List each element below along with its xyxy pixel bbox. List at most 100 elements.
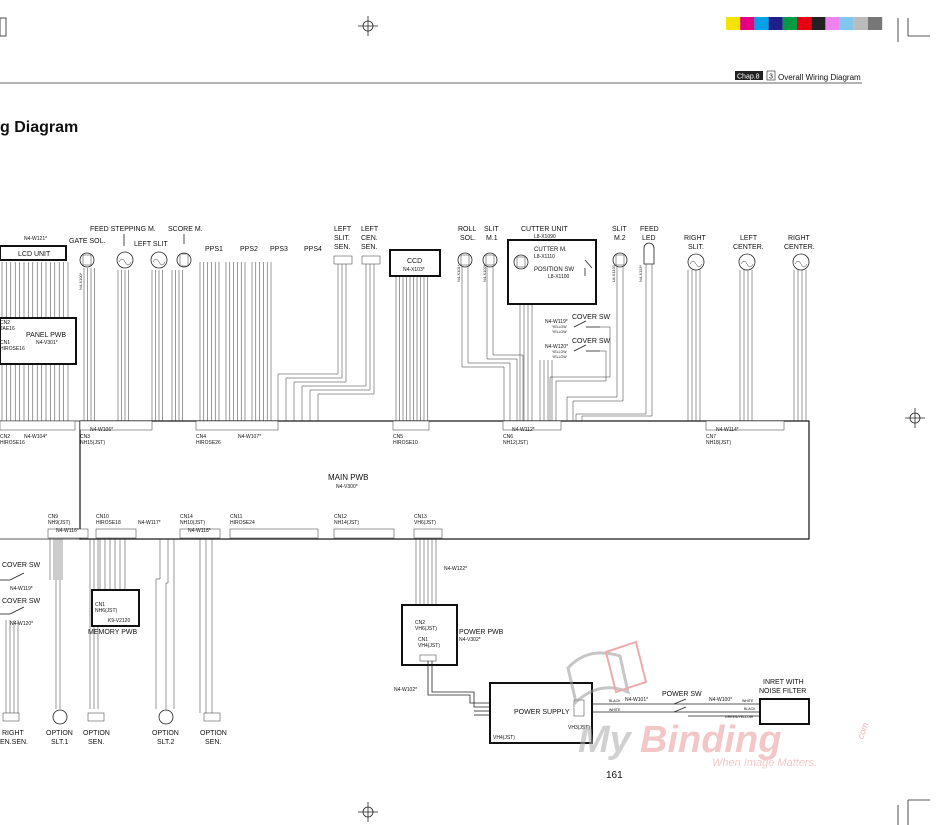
inlet-label-1: INRET WITH bbox=[763, 679, 804, 686]
svg-text:COVER SW: COVER SW bbox=[572, 314, 611, 321]
cutter-unit-label: CUTTER UNIT bbox=[521, 226, 568, 233]
cn14-label: CN14 NH10(JST) N4-W118* bbox=[180, 514, 211, 534]
wire bbox=[461, 267, 505, 421]
svg-text:YELLOW: YELLOW bbox=[552, 330, 567, 334]
color-swatch bbox=[839, 17, 854, 30]
right-slit-label: RIGHT SLIT. bbox=[684, 235, 707, 251]
cover-sw-top-2: N4-W120* COVER SW YELLOW YELLOW bbox=[545, 338, 611, 359]
position-switch-icon bbox=[584, 259, 593, 276]
watermark-my: My bbox=[578, 719, 633, 761]
svg-text:N4-W122*: N4-W122* bbox=[444, 566, 467, 572]
left-cen-sen-label: LEFT CEN. SEN. bbox=[361, 226, 379, 251]
color-swatch bbox=[853, 17, 868, 30]
ccd-box bbox=[389, 249, 441, 277]
power-pwb-cn2-type: VH6(JST) bbox=[415, 626, 437, 632]
color-swatch bbox=[726, 17, 741, 30]
inlet-label-2: NOISE FILTER bbox=[759, 688, 806, 695]
svg-text:N4-W120*: N4-W120* bbox=[10, 621, 33, 627]
svg-text:N4-W107*: N4-W107* bbox=[238, 434, 261, 440]
wire-white-1: WHITE bbox=[609, 708, 621, 712]
ccd-label: CCD bbox=[407, 258, 422, 265]
main-top-connectors bbox=[0, 420, 785, 431]
cover-sw-bottom-1: COVER SW N4-W119* bbox=[0, 562, 41, 592]
binding-logo-icon bbox=[566, 640, 648, 705]
svg-text:CN10: CN10 bbox=[96, 514, 109, 520]
roll-sol-label: ROLL SOL. bbox=[458, 226, 476, 242]
registration-mark-bottom bbox=[358, 802, 378, 822]
svg-text:N4-W112*: N4-W112* bbox=[512, 427, 535, 433]
memory-pwb-part: K9-V2120 bbox=[108, 618, 130, 624]
wire-black-1: BLACK bbox=[609, 699, 621, 703]
wire bbox=[467, 267, 511, 421]
slit-m2-label: SLIT M.2 bbox=[612, 226, 628, 242]
feed-stepping-motor-icon bbox=[116, 251, 134, 269]
svg-text:OPTION: OPTION bbox=[46, 730, 73, 737]
wire-white-2: WHITE bbox=[742, 699, 754, 703]
cover-sw-top-1: N4-W119* COVER SW YELLOW YELLOW bbox=[545, 314, 611, 334]
svg-text:CN14: CN14 bbox=[180, 514, 193, 520]
cn13-label: CN13 VH6(JST) N4-W122* bbox=[414, 514, 467, 572]
svg-text:SLIT: SLIT bbox=[484, 226, 500, 233]
color-swatch bbox=[740, 17, 755, 30]
wire-bundles bbox=[1, 262, 807, 713]
svg-text:YELLOW: YELLOW bbox=[552, 325, 567, 329]
wire bbox=[55, 539, 61, 709]
cn11-label: CN11 HIROSE24 bbox=[230, 514, 255, 526]
score-m-label: SCORE M. bbox=[168, 226, 203, 233]
main-pwb-part: N4-V300* bbox=[336, 484, 358, 490]
lcd-unit-label: LCD UNIT bbox=[18, 251, 51, 258]
crop-marks bbox=[0, 17, 930, 825]
svg-text:VH6(JST): VH6(JST) bbox=[414, 520, 436, 526]
registration-mark-right bbox=[905, 408, 925, 428]
svg-text:N4-W119*: N4-W119* bbox=[10, 586, 33, 592]
svg-text:SEN.: SEN. bbox=[334, 244, 350, 251]
svg-text:OPTION: OPTION bbox=[152, 730, 179, 737]
wire bbox=[549, 326, 611, 421]
watermark: My Binding .com When Image Matters. bbox=[566, 640, 871, 769]
watermark-tagline: When Image Matters. bbox=[712, 757, 817, 769]
n4-x100-label: N4-X100* bbox=[78, 272, 83, 290]
wire bbox=[155, 539, 175, 709]
svg-text:N4-W116*: N4-W116* bbox=[56, 528, 79, 534]
n4-w102-label: N4-W102* bbox=[394, 687, 417, 693]
wire bbox=[301, 264, 367, 421]
svg-text:NH18(JST): NH18(JST) bbox=[706, 440, 731, 446]
option-slt1-motor: OPTION SLT.1 bbox=[46, 709, 73, 746]
svg-text:RIGHT: RIGHT bbox=[788, 235, 811, 242]
svg-text:EN.SEN.: EN.SEN. bbox=[0, 739, 28, 746]
svg-text:N4-W119*: N4-W119* bbox=[545, 319, 568, 325]
cn5-label: CN5 HIROSE10 bbox=[393, 434, 418, 446]
color-swatch bbox=[868, 17, 883, 30]
left-slit-sen-label: LEFT SLIT. SEN. bbox=[334, 226, 352, 251]
left-slit-motor-icon bbox=[150, 251, 168, 269]
pps3-label: PPS3 bbox=[270, 246, 288, 253]
cn10-label: CN10 HIROSE18 N4-W117* bbox=[96, 514, 161, 526]
svg-text:N4-W114*: N4-W114* bbox=[716, 427, 739, 433]
svg-text:CN7: CN7 bbox=[706, 434, 716, 440]
panel-pwb-part: N4-V301* bbox=[36, 340, 58, 346]
wire bbox=[309, 264, 371, 421]
svg-text:CN12: CN12 bbox=[334, 514, 347, 520]
chap-tag: Chap.8 bbox=[737, 74, 760, 81]
svg-text:SLIT.: SLIT. bbox=[688, 244, 704, 251]
cutter-unit-box bbox=[507, 239, 597, 305]
svg-text:SEN.: SEN. bbox=[205, 739, 221, 746]
score-motor-icon bbox=[176, 252, 192, 268]
svg-text:YELLOW: YELLOW bbox=[552, 350, 567, 354]
color-swatch bbox=[811, 17, 826, 30]
cn9-label: CN9 NH9(JST) N4-W116* bbox=[48, 514, 79, 534]
svg-text:OPTION: OPTION bbox=[83, 730, 110, 737]
color-swatch bbox=[754, 17, 769, 30]
section-num-box bbox=[766, 70, 776, 81]
slit-m1-label: SLIT M.1 bbox=[484, 226, 500, 242]
right-center-motor-icon bbox=[792, 253, 810, 271]
panel-cn1: CN1 bbox=[0, 340, 10, 346]
svg-text:CN5: CN5 bbox=[393, 434, 403, 440]
svg-text:CEN.: CEN. bbox=[361, 235, 378, 242]
svg-text:CN2: CN2 bbox=[0, 434, 10, 440]
watermark-binding: Binding bbox=[640, 719, 781, 761]
svg-text:SEN.: SEN. bbox=[88, 739, 104, 746]
n4-w121-label: N4-W121* bbox=[24, 236, 47, 242]
color-swatch bbox=[768, 17, 783, 30]
right-en-sen-connector: RIGHT EN.SEN. bbox=[0, 712, 28, 746]
